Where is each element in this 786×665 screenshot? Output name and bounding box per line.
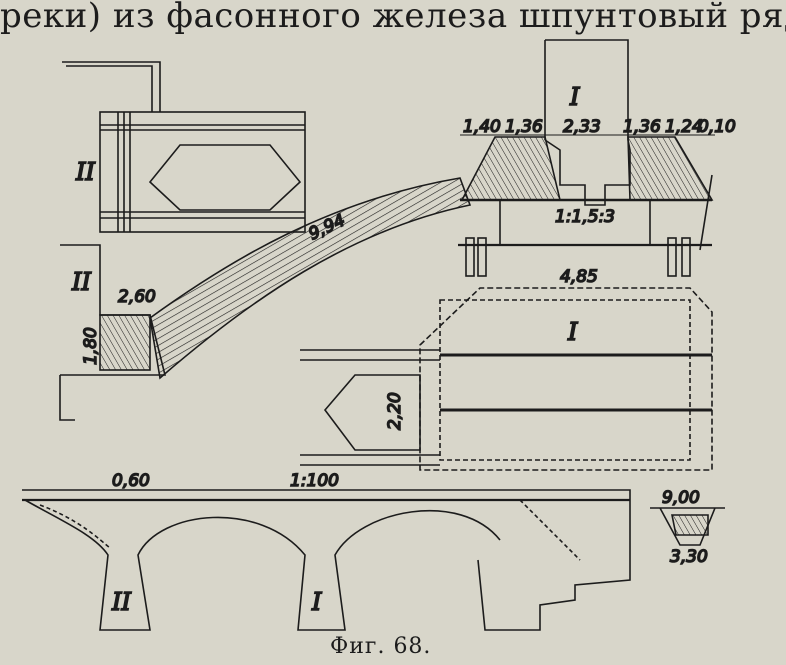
label-scale: 1:100 [290,471,339,491]
plan-pier-II-upper [62,61,306,233]
figure-caption: Фиг. 68. [330,634,432,659]
bridge-elevation [22,489,725,631]
plan-pier-I [300,287,713,471]
dim-1-80: 1,80 [81,327,101,365]
section-pier-II [59,244,167,421]
dim-1-36-right: 1,36 [623,117,661,137]
label-elev-I: I [311,588,322,616]
inclined-arch-band [149,177,472,380]
label-pier-II-lower: II [71,268,91,296]
label-plan-I: I [567,318,578,346]
body-text-line: реки) из фасонного железа шпунтовый ряд [0,0,786,36]
dim-1-36-left: 1,36 [505,117,543,137]
dim-2-60: 2,60 [118,287,156,307]
label-pier-I-top: I [569,83,580,111]
dim-2-20: 2,20 [385,392,405,430]
dim-3-30: 3,30 [670,547,708,567]
dim-4-85: 4,85 [560,267,598,287]
dim-1-24: 1,24 [665,117,703,137]
label-elev-II: II [111,588,131,616]
dim-2-33: 2,33 [563,117,601,137]
label-slope: 1:1,5:3 [555,207,615,227]
dim-0-60: 0,60 [112,471,150,491]
dim-1-40: 1,40 [463,117,501,137]
dim-0-10: 0,10 [698,117,736,137]
label-pier-II-upper: II [75,158,95,186]
dim-9-00: 9,00 [662,488,700,508]
cross-section-pier-I [458,39,715,277]
